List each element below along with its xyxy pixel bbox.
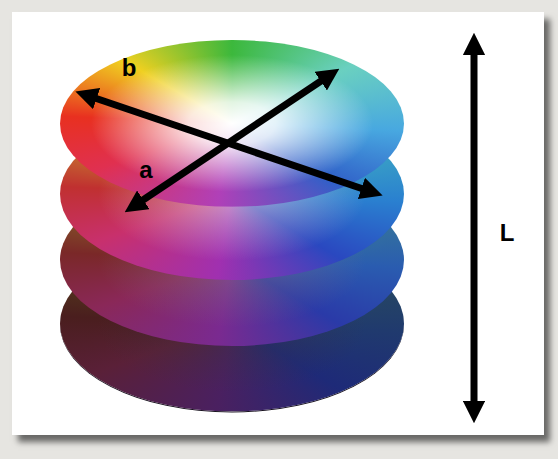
l-axis-arrow — [471, 44, 478, 412]
axis-label: L — [500, 221, 515, 245]
axis-label: a — [139, 158, 152, 182]
axis-label: b — [122, 56, 137, 80]
a-axis-arrow — [134, 75, 330, 206]
color-discs — [60, 40, 410, 420]
